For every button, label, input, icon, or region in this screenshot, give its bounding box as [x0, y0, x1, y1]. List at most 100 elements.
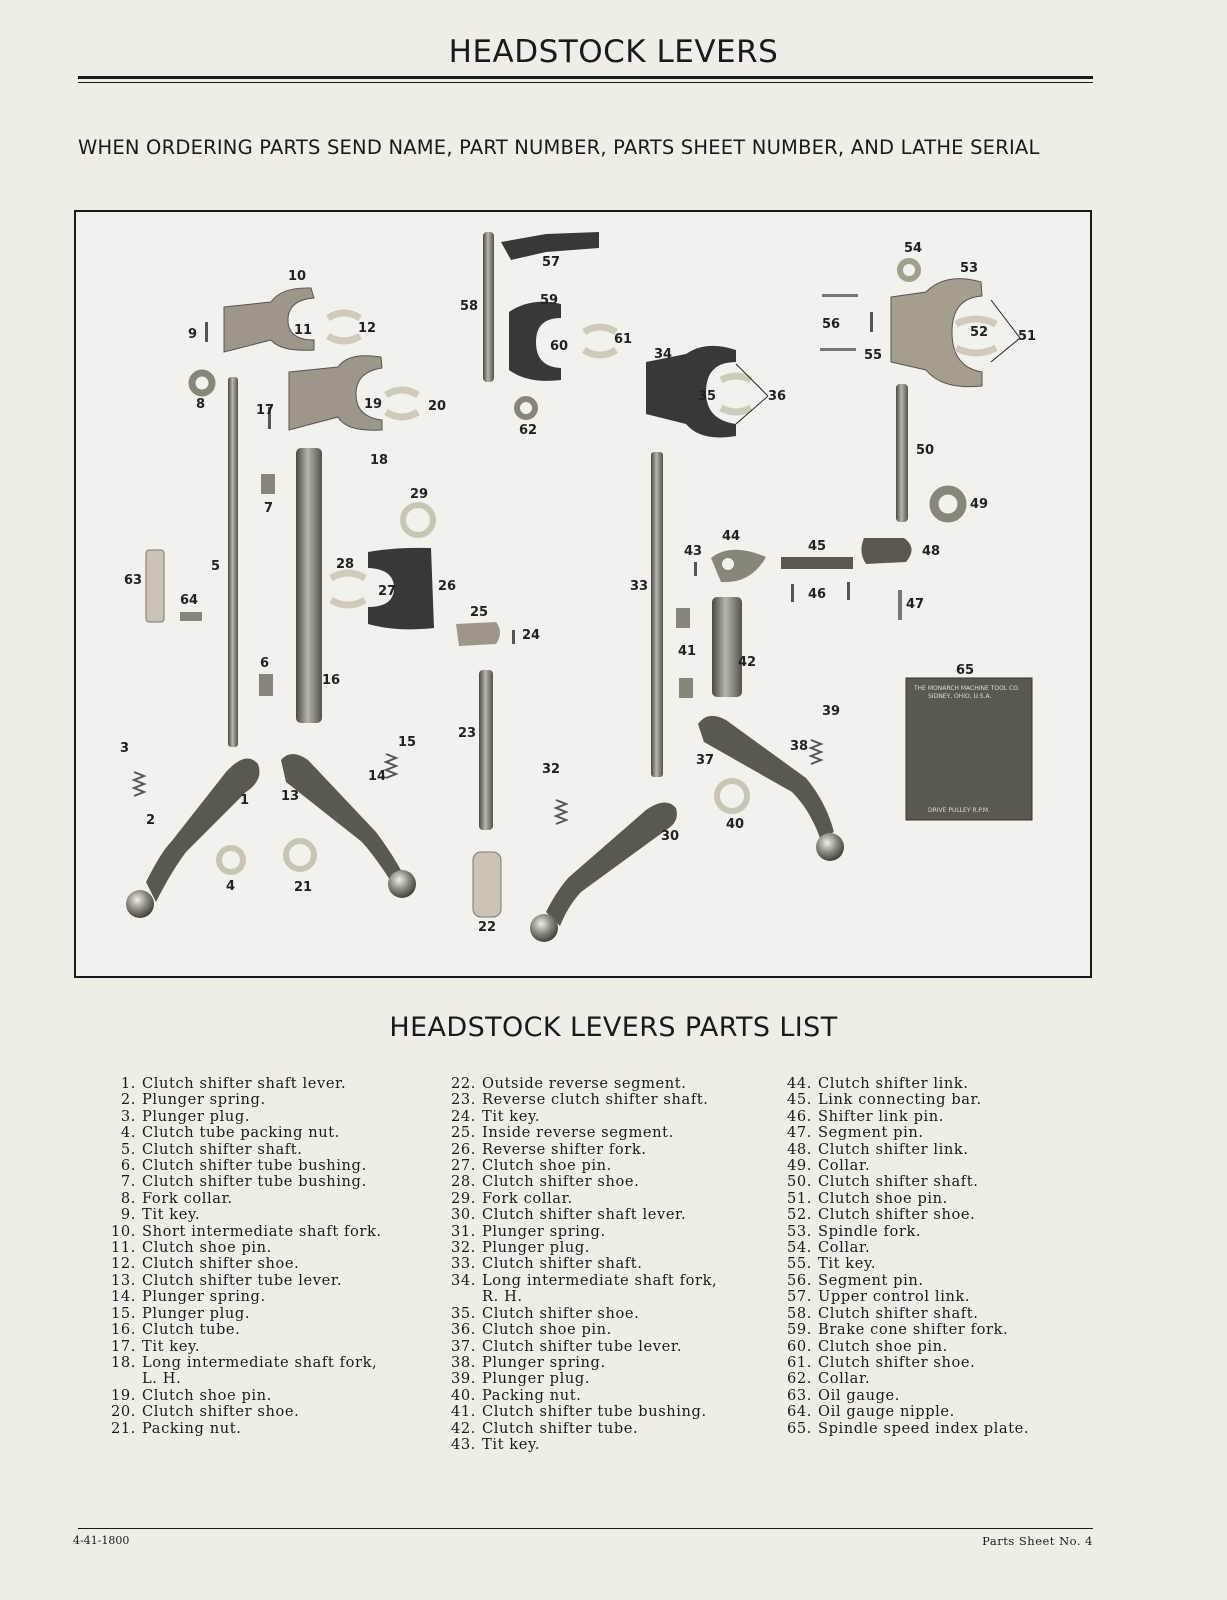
- callout-37: 37: [696, 753, 714, 768]
- callout-12: 12: [358, 321, 376, 336]
- parts-illustration: THE MONARCH MACHINE TOOL CO. SIDNEY, OHI…: [120, 232, 1036, 942]
- part-number: 60.: [786, 1337, 812, 1355]
- list-item: 40.Packing nut.: [440, 1387, 717, 1404]
- part-name: Clutch shifter shoe.: [818, 1353, 976, 1371]
- part-name: Clutch shifter shoe.: [142, 1255, 300, 1273]
- part-number: 14.: [110, 1288, 136, 1306]
- part-13-ball: [388, 870, 416, 898]
- part-name: Oil gauge.: [818, 1386, 900, 1404]
- part-21-nut: [283, 838, 317, 872]
- callout-52: 52: [970, 325, 988, 340]
- part-42-tube: [712, 597, 742, 697]
- part-56-pin-b: [820, 348, 856, 351]
- callout-43: 43: [684, 544, 702, 559]
- callout-16: 16: [322, 673, 340, 688]
- part-56-pin-a: [822, 294, 858, 297]
- part-62-collar: [514, 396, 538, 420]
- part-name: Oil gauge nipple.: [818, 1403, 955, 1421]
- part-number: 39.: [450, 1370, 476, 1388]
- part-48-link: [861, 538, 912, 564]
- callout-39: 39: [822, 704, 840, 719]
- list-item: 1.Clutch shifter shaft lever.: [100, 1075, 382, 1092]
- part-number: 54.: [786, 1239, 812, 1257]
- part-number: 31.: [450, 1222, 476, 1240]
- part-number: 63.: [786, 1386, 812, 1404]
- part-number: 62.: [786, 1370, 812, 1388]
- callout-51-leaders: [990, 299, 1021, 363]
- list-item: 35.Clutch shifter shoe.: [440, 1305, 717, 1322]
- list-item: 56.Segment pin.: [776, 1272, 1029, 1289]
- part-number: 43.: [450, 1435, 476, 1453]
- title-rule-thin: [78, 82, 1093, 83]
- part-63-oil-gauge: [145, 549, 165, 623]
- part-name: Clutch shifter shaft.: [482, 1255, 643, 1273]
- part-43-key: [694, 562, 697, 576]
- list-item: 59.Brake cone shifter fork.: [776, 1321, 1029, 1338]
- list-item: 60.Clutch shoe pin.: [776, 1337, 1029, 1355]
- list-item: 46.Shifter link pin.: [776, 1108, 1029, 1125]
- part-name: Clutch shoe pin.: [818, 1189, 948, 1207]
- part-name: Tit key.: [818, 1255, 877, 1273]
- part-number: 7.: [120, 1173, 136, 1191]
- part-number: 65.: [786, 1419, 812, 1437]
- part-12-shoe: [326, 309, 362, 345]
- list-item: 32.Plunger plug.: [440, 1239, 717, 1256]
- list-item: 9.Tit key.: [100, 1206, 382, 1223]
- part-number: 49.: [786, 1157, 812, 1175]
- callout-3: 3: [120, 741, 129, 756]
- list-item: 63. Oil gauge.: [776, 1386, 1029, 1404]
- callout-27: 27: [378, 584, 396, 599]
- plate-maker: THE MONARCH MACHINE TOOL CO.: [913, 685, 1020, 692]
- list-item: 51.Clutch shoe pin.: [776, 1189, 1029, 1207]
- parts-diagram: THE MONARCH MACHINE TOOL CO. SIDNEY, OHI…: [74, 210, 1092, 978]
- part-name: Long intermediate shaft fork,: [482, 1271, 718, 1289]
- part-name: Clutch shifter tube lever.: [142, 1271, 343, 1289]
- part-number: 38.: [450, 1353, 476, 1371]
- part-name: Clutch shifter tube bushing.: [142, 1157, 367, 1175]
- list-item: 3.Plunger plug.: [100, 1108, 382, 1125]
- list-item: 49.Collar.: [776, 1157, 1029, 1175]
- part-name: Tit key.: [482, 1435, 541, 1453]
- list-item: 37.Clutch shifter tube lever.: [440, 1338, 717, 1355]
- part-29-collar: [400, 502, 436, 538]
- list-item: 58.Clutch shifter shaft.: [776, 1305, 1029, 1322]
- list-item: 34.Long intermediate shaft fork,: [440, 1271, 718, 1289]
- list-item: 33.Clutch shifter shaft.: [440, 1255, 717, 1273]
- list-item: 39.Plunger plug.: [440, 1370, 717, 1388]
- part-14-spring: [383, 753, 399, 779]
- part-5-rod: [228, 377, 238, 747]
- part-name: Clutch tube packing nut.: [142, 1124, 340, 1142]
- callout-30: 30: [661, 829, 679, 844]
- list-item: 61.Clutch shifter shoe.: [776, 1353, 1029, 1371]
- callout-50: 50: [916, 443, 934, 458]
- part-name: Spindle speed index plate.: [818, 1419, 1030, 1437]
- callout-60: 60: [550, 339, 568, 354]
- parts-list-title: HEADSTOCK LEVERS PARTS LIST: [389, 1012, 838, 1043]
- part-number: 16.: [110, 1321, 136, 1339]
- callout-38: 38: [790, 739, 808, 754]
- footer-sheet-number: Parts Sheet No. 4: [982, 1534, 1093, 1548]
- part-34-fork: [646, 345, 736, 438]
- part-number: 22.: [450, 1075, 476, 1092]
- part-name: Clutch shifter tube bushing.: [482, 1403, 707, 1421]
- list-item: 12. Clutch shifter shoe.: [100, 1255, 382, 1273]
- part-40-nut: [714, 778, 750, 814]
- part-58-rod: [483, 232, 494, 382]
- part-number: 50.: [786, 1173, 812, 1191]
- callout-2: 2: [146, 813, 155, 828]
- callout-64: 64: [180, 593, 198, 608]
- callout-23: 23: [458, 726, 476, 741]
- list-item: 21.Packing nut.: [100, 1420, 382, 1437]
- callout-36: 36: [768, 389, 786, 404]
- part-number: 12.: [110, 1255, 136, 1273]
- page-title: HEADSTOCK LEVERS: [448, 34, 779, 70]
- part-name: Clutch shifter shoe.: [482, 1173, 640, 1191]
- list-item: 62.Collar.: [776, 1370, 1029, 1388]
- callout-36-leaders: [735, 363, 769, 425]
- list-item: 29.Fork collar.: [440, 1190, 717, 1207]
- callout-17: 17: [256, 403, 274, 418]
- callout-11: 11: [294, 323, 312, 338]
- list-item: 18.Long intermediate shaft fork,: [100, 1354, 382, 1371]
- part-number: 17.: [110, 1337, 136, 1355]
- part-47-pin: [898, 590, 902, 620]
